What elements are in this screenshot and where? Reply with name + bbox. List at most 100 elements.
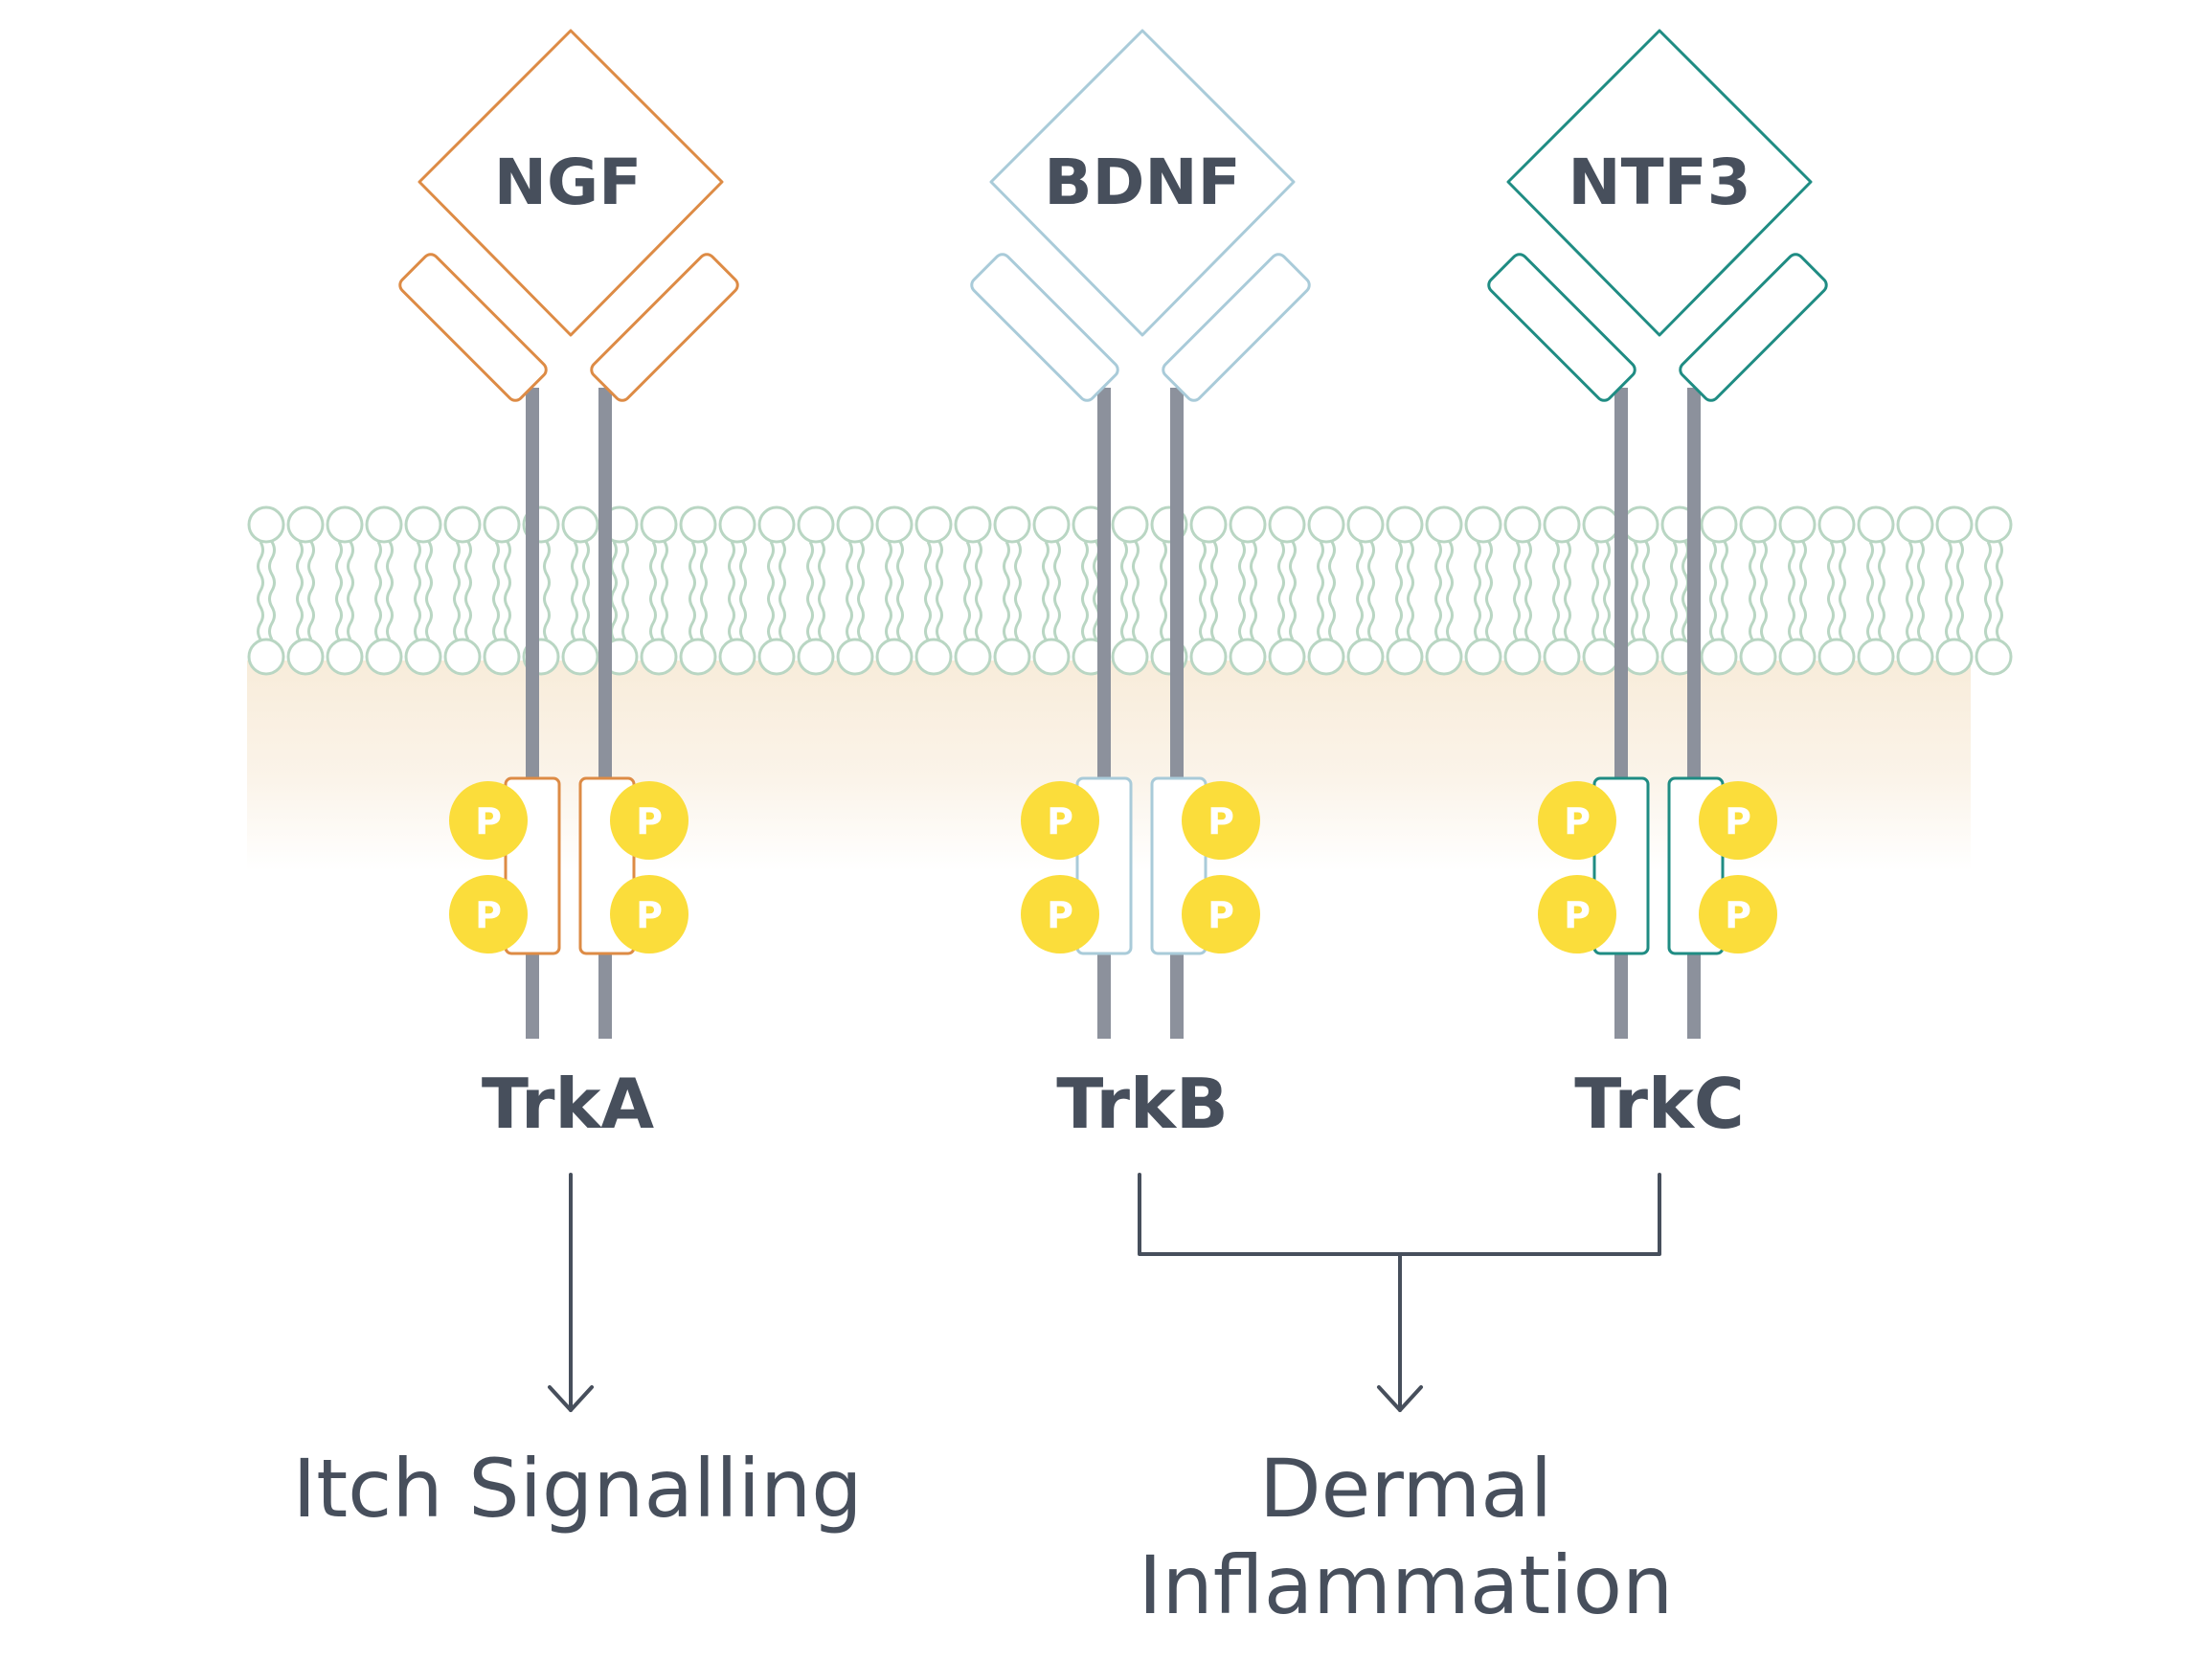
lipid-tail	[571, 541, 578, 640]
lipid-tail	[1996, 541, 2003, 640]
phosphate-label: P	[1725, 800, 1751, 842]
lipid-tail	[1210, 541, 1218, 640]
phosphate-circle	[1538, 875, 1616, 953]
phosphate-label: P	[1725, 894, 1751, 936]
lipid-head-inner	[365, 638, 403, 676]
lipid-tail	[1356, 541, 1364, 640]
lipid-tail	[296, 541, 304, 640]
lipid-head-inner	[757, 638, 796, 676]
lipid-head-inner	[1975, 638, 2013, 676]
lipid-head-outer	[797, 505, 835, 544]
lipid-tail	[1014, 541, 1022, 640]
lipid-head-inner	[1778, 638, 1817, 676]
lipid-head-inner	[1307, 638, 1345, 676]
lipid-tail	[610, 541, 618, 640]
lipid-tail	[374, 541, 382, 640]
lipid-head-outer	[875, 505, 914, 544]
lipid-head-outer	[640, 505, 678, 544]
lipid-tail	[1446, 541, 1454, 640]
lipid-tail	[936, 541, 943, 640]
lipid-head-inner	[561, 638, 599, 676]
lipid-tail	[1956, 541, 1964, 640]
lipid-tail	[649, 541, 657, 640]
lipid-tail	[1407, 541, 1414, 640]
lipid-head-outer	[286, 505, 325, 544]
receptor-arm-left	[398, 253, 548, 402]
lipid-head-inner	[1739, 638, 1777, 676]
lipid-tail	[1839, 541, 1846, 640]
lipid-head-inner	[679, 638, 717, 676]
lipid-tail	[728, 541, 735, 640]
lipid-tail	[1760, 541, 1768, 640]
receptor-label-trkc: TrkC	[1574, 1064, 1744, 1144]
lipid-tail	[1093, 541, 1100, 640]
lipid-head-inner	[1386, 638, 1424, 676]
lipid-tail	[543, 541, 551, 640]
lipid-head-inner	[836, 638, 874, 676]
lipid-head-outer	[1935, 505, 1974, 544]
lipid-tail	[1906, 541, 1913, 640]
receptor-arm-left	[970, 253, 1119, 402]
lipid-tail	[885, 541, 892, 640]
lipid-head-inner	[247, 638, 285, 676]
lipid-tail	[504, 541, 511, 640]
lipid-tail	[257, 541, 264, 640]
lipid-tail	[1564, 541, 1571, 640]
ligand-label-ngf: NGF	[494, 146, 643, 219]
lipid-tail	[1367, 541, 1375, 640]
outcome-dermal-line2: Inflammation	[1139, 1538, 1673, 1632]
lipid-head-inner	[1503, 638, 1542, 676]
lipid-head-inner	[1268, 638, 1306, 676]
lipid-tail	[268, 541, 276, 640]
cell-membrane	[247, 505, 2013, 676]
lipid-tail	[1289, 541, 1297, 640]
lipid-tail	[1524, 541, 1532, 640]
lipid-head-inner	[1582, 638, 1620, 676]
lipid-head-outer	[1739, 505, 1777, 544]
lipid-tail	[335, 541, 343, 640]
ligand-diamond	[418, 29, 724, 337]
lipid-head-inner	[797, 638, 835, 676]
lipid-head-inner	[483, 638, 521, 676]
phosphate-circle	[610, 781, 688, 860]
lipid-head-outer	[1857, 505, 1895, 544]
lipid-tail	[1591, 541, 1599, 640]
lipid-head-outer	[443, 505, 482, 544]
phosphate-label: P	[475, 800, 502, 842]
lipid-tail	[582, 541, 590, 640]
receptor-label-trkb: TrkB	[1056, 1064, 1228, 1144]
lipid-tail	[414, 541, 421, 640]
lipid-tail	[1120, 541, 1128, 640]
lipid-head-inner	[718, 638, 756, 676]
lipid-tail	[492, 541, 500, 640]
phosphate-circle	[1021, 875, 1099, 953]
phosphate-circle	[449, 781, 528, 860]
lipid-head-inner	[1111, 638, 1149, 676]
phosphate-circle	[1699, 875, 1777, 953]
phosphate-label: P	[1047, 800, 1073, 842]
lipid-tail	[1003, 541, 1010, 640]
lipid-head-inner	[875, 638, 914, 676]
lipid-head-inner	[954, 638, 992, 676]
lipid-head-outer	[993, 505, 1031, 544]
lipid-tail	[621, 541, 629, 640]
lipid-tail	[818, 541, 825, 640]
ligand-label-ntf3: NTF3	[1568, 146, 1750, 219]
phosphate-circle	[1699, 781, 1777, 860]
lipid-tail	[1250, 541, 1257, 640]
lipid-head-outer	[1111, 505, 1149, 544]
lipid-head-inner	[1621, 638, 1659, 676]
lipid-head-inner	[1935, 638, 1974, 676]
lipid-head-inner	[1346, 638, 1385, 676]
lipid-tail	[1721, 541, 1728, 640]
lipid-tail	[1199, 541, 1207, 640]
lipid-tail	[1945, 541, 1952, 640]
arrow-trka-to-itch	[548, 1173, 594, 1412]
lipid-tail	[1827, 541, 1835, 640]
lipid-tail	[1132, 541, 1140, 640]
phosphate-label: P	[1047, 894, 1073, 936]
lipid-tail	[307, 541, 315, 640]
